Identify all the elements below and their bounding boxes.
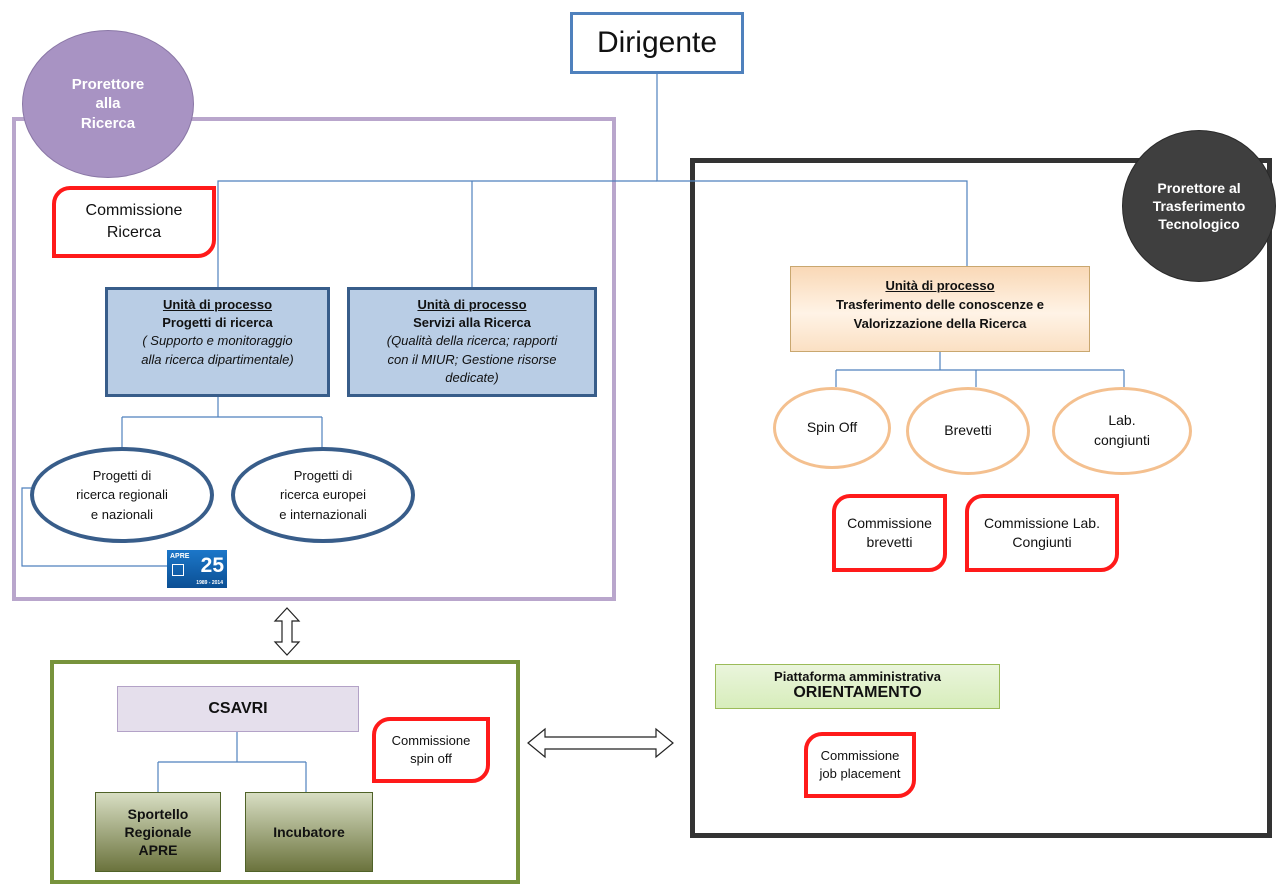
- unita-progetti-desc: ( Supporto e monitoraggio: [142, 333, 293, 349]
- brevetti-label: Brevetti: [944, 422, 992, 439]
- sportello-line: Sportello: [127, 805, 189, 822]
- commissione-ricerca-line: Ricerca: [106, 224, 162, 241]
- unita-trasferimento-heading: Unità di processo: [885, 278, 995, 293]
- brevetti-ellipse: Brevetti: [906, 387, 1030, 475]
- sportello-line: APRE: [138, 842, 178, 859]
- unita-trasferimento-line: Valorizzazione della Ricerca: [853, 315, 1027, 331]
- unita-trasferimento-line: Trasferimento delle conoscenze e: [835, 296, 1045, 312]
- commissione-brevetti-box: Commissione brevetti: [832, 494, 947, 572]
- csavri-area-frame: [50, 660, 520, 884]
- progetti-europei-line: ricerca europei: [279, 487, 366, 503]
- trasferimento-area-frame: [690, 158, 1272, 838]
- piattaforma-box: Piattaforma amministrativa ORIENTAMENTO: [715, 664, 1000, 709]
- unita-progetti-box: Unità di processo Progetti di ricerca ( …: [105, 287, 330, 397]
- apre-logo-number: 25: [200, 554, 224, 577]
- commissione-ricerca-line: Commissione: [85, 202, 183, 220]
- unita-servizi-desc: con il MIUR; Gestione risorse: [387, 351, 557, 367]
- progetti-regionali-line: e nazionali: [90, 506, 154, 522]
- piattaforma-line2: ORIENTAMENTO: [793, 684, 922, 701]
- prorettore-tt-circle: Prorettore al Trasferimento Tecnologico: [1122, 130, 1276, 282]
- prorettore-ricerca-line: Prorettore: [71, 75, 145, 93]
- csavri-label: CSAVRI: [208, 700, 268, 717]
- unita-servizi-box: Unità di processo Servizi alla Ricerca (…: [347, 287, 597, 397]
- csavri-box: CSAVRI: [117, 686, 359, 732]
- prorettore-tt-line: Prorettore al: [1157, 179, 1241, 196]
- unita-servizi-desc: (Qualità della ricerca; rapporti: [386, 333, 558, 349]
- progetti-regionali-ellipse: Progetti di ricerca regionali e nazional…: [30, 447, 214, 543]
- dirigente-box: Dirigente: [570, 12, 744, 74]
- dirigente-label: Dirigente: [596, 26, 718, 59]
- commissione-job-box: Commissione job placement: [804, 732, 916, 798]
- commissione-job-line: Commissione: [820, 748, 900, 764]
- apre-logo-text: APRE: [170, 553, 190, 560]
- unita-servizi-heading: Unità di processo: [417, 297, 527, 312]
- prorettore-ricerca-line: Ricerca: [80, 114, 136, 132]
- unita-progetti-desc: alla ricerca dipartimentale): [141, 351, 294, 367]
- prorettore-tt-line: Trasferimento: [1152, 197, 1246, 214]
- prorettore-ricerca-line: alla: [95, 95, 121, 113]
- unita-servizi-desc: dedicate): [445, 369, 499, 385]
- commissione-spinoff-box: Commissione spin off: [372, 717, 490, 783]
- ricerca-area-frame: [12, 117, 616, 601]
- prorettore-tt-line: Tecnologico: [1158, 216, 1240, 233]
- commissione-spinoff-line: Commissione: [391, 733, 471, 749]
- sportello-box: Sportello Regionale APRE: [95, 792, 221, 872]
- incubatore-box: Incubatore: [245, 792, 373, 872]
- double-arrows: [273, 607, 674, 759]
- progetti-europei-line: Progetti di: [293, 467, 353, 483]
- commissione-brevetti-line: brevetti: [866, 534, 913, 550]
- apre-25-logo: APRE 25 1989 - 2014: [167, 550, 227, 588]
- lab-congiunti-line: congiunti: [1093, 432, 1151, 448]
- apre-logo-years: 1989 - 2014: [196, 580, 223, 586]
- commissione-brevetti-line: Commissione: [847, 515, 932, 532]
- unita-progetti-title: Progetti di ricerca: [162, 315, 273, 331]
- prorettore-ricerca-circle: Prorettore alla Ricerca: [22, 30, 194, 178]
- progetti-regionali-line: ricerca regionali: [76, 487, 168, 503]
- unita-servizi-title: Servizi alla Ricerca: [413, 315, 531, 331]
- commissione-spinoff-line: spin off: [410, 751, 452, 766]
- lab-congiunti-ellipse: Lab. congiunti: [1052, 387, 1192, 475]
- commissione-job-line: job placement: [819, 766, 901, 781]
- commissione-lab-line: Commissione Lab.: [984, 515, 1100, 532]
- piattaforma-line1: Piattaforma amministrativa: [774, 669, 941, 684]
- commissione-ricerca-box: Commissione Ricerca: [52, 186, 216, 258]
- unita-trasferimento-box: Unità di processo Trasferimento delle co…: [790, 266, 1090, 352]
- unita-progetti-heading: Unità di processo: [162, 297, 273, 312]
- apre-logo-square-icon: [172, 564, 184, 576]
- incubatore-label: Incubatore: [273, 823, 345, 840]
- sportello-line: Regionale: [124, 823, 192, 840]
- lab-congiunti-line: Lab.: [1108, 412, 1136, 429]
- progetti-europei-ellipse: Progetti di ricerca europei e internazio…: [231, 447, 415, 543]
- commissione-lab-line: Congiunti: [1012, 534, 1072, 550]
- progetti-europei-line: e internazionali: [279, 506, 367, 522]
- spin-off-ellipse: Spin Off: [773, 387, 891, 469]
- progetti-regionali-line: Progetti di: [92, 467, 152, 483]
- spin-off-label: Spin Off: [806, 419, 858, 436]
- commissione-lab-box: Commissione Lab. Congiunti: [965, 494, 1119, 572]
